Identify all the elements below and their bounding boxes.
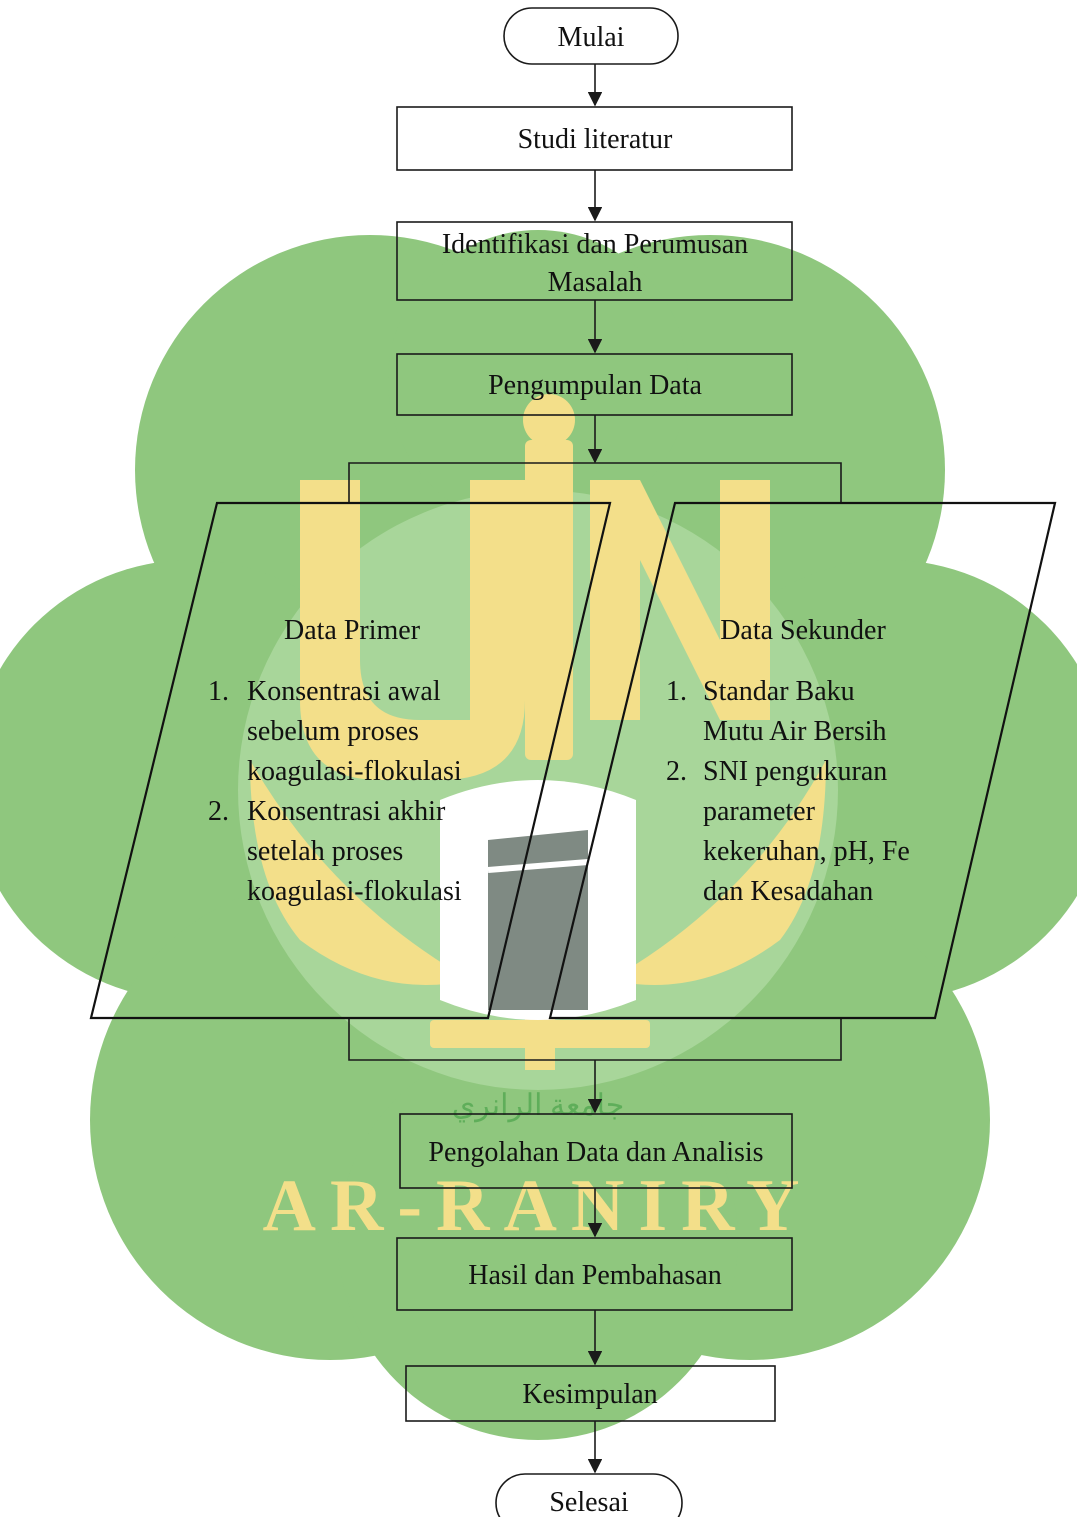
secondary-item-2-line1: SNI pengukuran — [703, 756, 887, 787]
collection-label: Pengumpulan Data — [488, 370, 702, 401]
processing-label: Pengolahan Data dan Analisis — [428, 1137, 763, 1168]
literature-node: Studi literatur — [396, 106, 793, 171]
primary-item-1-line1: Konsentrasi awal — [247, 676, 441, 707]
conclusion-node: Kesimpulan — [405, 1365, 776, 1422]
collection-node: Pengumpulan Data — [396, 353, 793, 416]
emblem-letters: AR-RANIRY جامعة الرانري — [250, 394, 826, 1247]
primary-item-2-line1: Konsentrasi akhir — [247, 796, 446, 827]
secondary-data-title: Data Sekunder — [720, 615, 886, 646]
primary-item-2-line2: setelah proses — [247, 836, 403, 867]
secondary-item-2-line4: dan Kesadahan — [703, 876, 873, 907]
secondary-item-2-number: 2. — [666, 756, 687, 787]
primary-item-1-line3: koagulasi-flokulasi — [247, 756, 462, 787]
conclusion-label: Kesimpulan — [522, 1379, 657, 1410]
secondary-item-2-line3: kekeruhan, pH, Fe — [703, 836, 910, 867]
results-label: Hasil dan Pembahasan — [468, 1260, 722, 1291]
end-label: Selesai — [549, 1487, 629, 1517]
secondary-item-1-number: 1. — [666, 676, 687, 707]
watermark-subtitle: AR-RANIRY — [263, 1165, 814, 1247]
identification-node: Identifikasi dan Perumusan Masalah — [396, 221, 793, 301]
end-node: Selesai — [495, 1473, 683, 1517]
connectors — [348, 64, 842, 1474]
primary-data-title: Data Primer — [284, 615, 421, 646]
primary-item-1-line2: sebelum proses — [247, 716, 419, 747]
primary-item-1-number: 1. — [208, 676, 229, 707]
secondary-item-1-line2: Mutu Air Bersih — [703, 716, 887, 747]
primary-item-2-line3: koagulasi-flokulasi — [247, 876, 462, 907]
identification-label-line2: Masalah — [548, 267, 643, 298]
university-logo-watermark: AR-RANIRY جامعة الرانري — [0, 230, 1077, 1440]
identification-label-line1: Identifikasi dan Perumusan — [442, 229, 748, 260]
processing-node: Pengolahan Data dan Analisis — [399, 1113, 793, 1189]
results-node: Hasil dan Pembahasan — [396, 1237, 793, 1311]
primary-item-2-number: 2. — [208, 796, 229, 827]
primary-data-node: Data Primer 1. Konsentrasi awal sebelum … — [89, 501, 612, 1020]
secondary-item-2-line2: parameter — [703, 796, 816, 827]
secondary-data-node: Data Sekunder 1. Standar Baku Mutu Air B… — [548, 501, 1057, 1020]
start-label: Mulai — [558, 22, 625, 53]
start-node: Mulai — [503, 7, 679, 65]
literature-label: Studi literatur — [518, 124, 673, 155]
secondary-item-1-line1: Standar Baku — [703, 676, 855, 707]
